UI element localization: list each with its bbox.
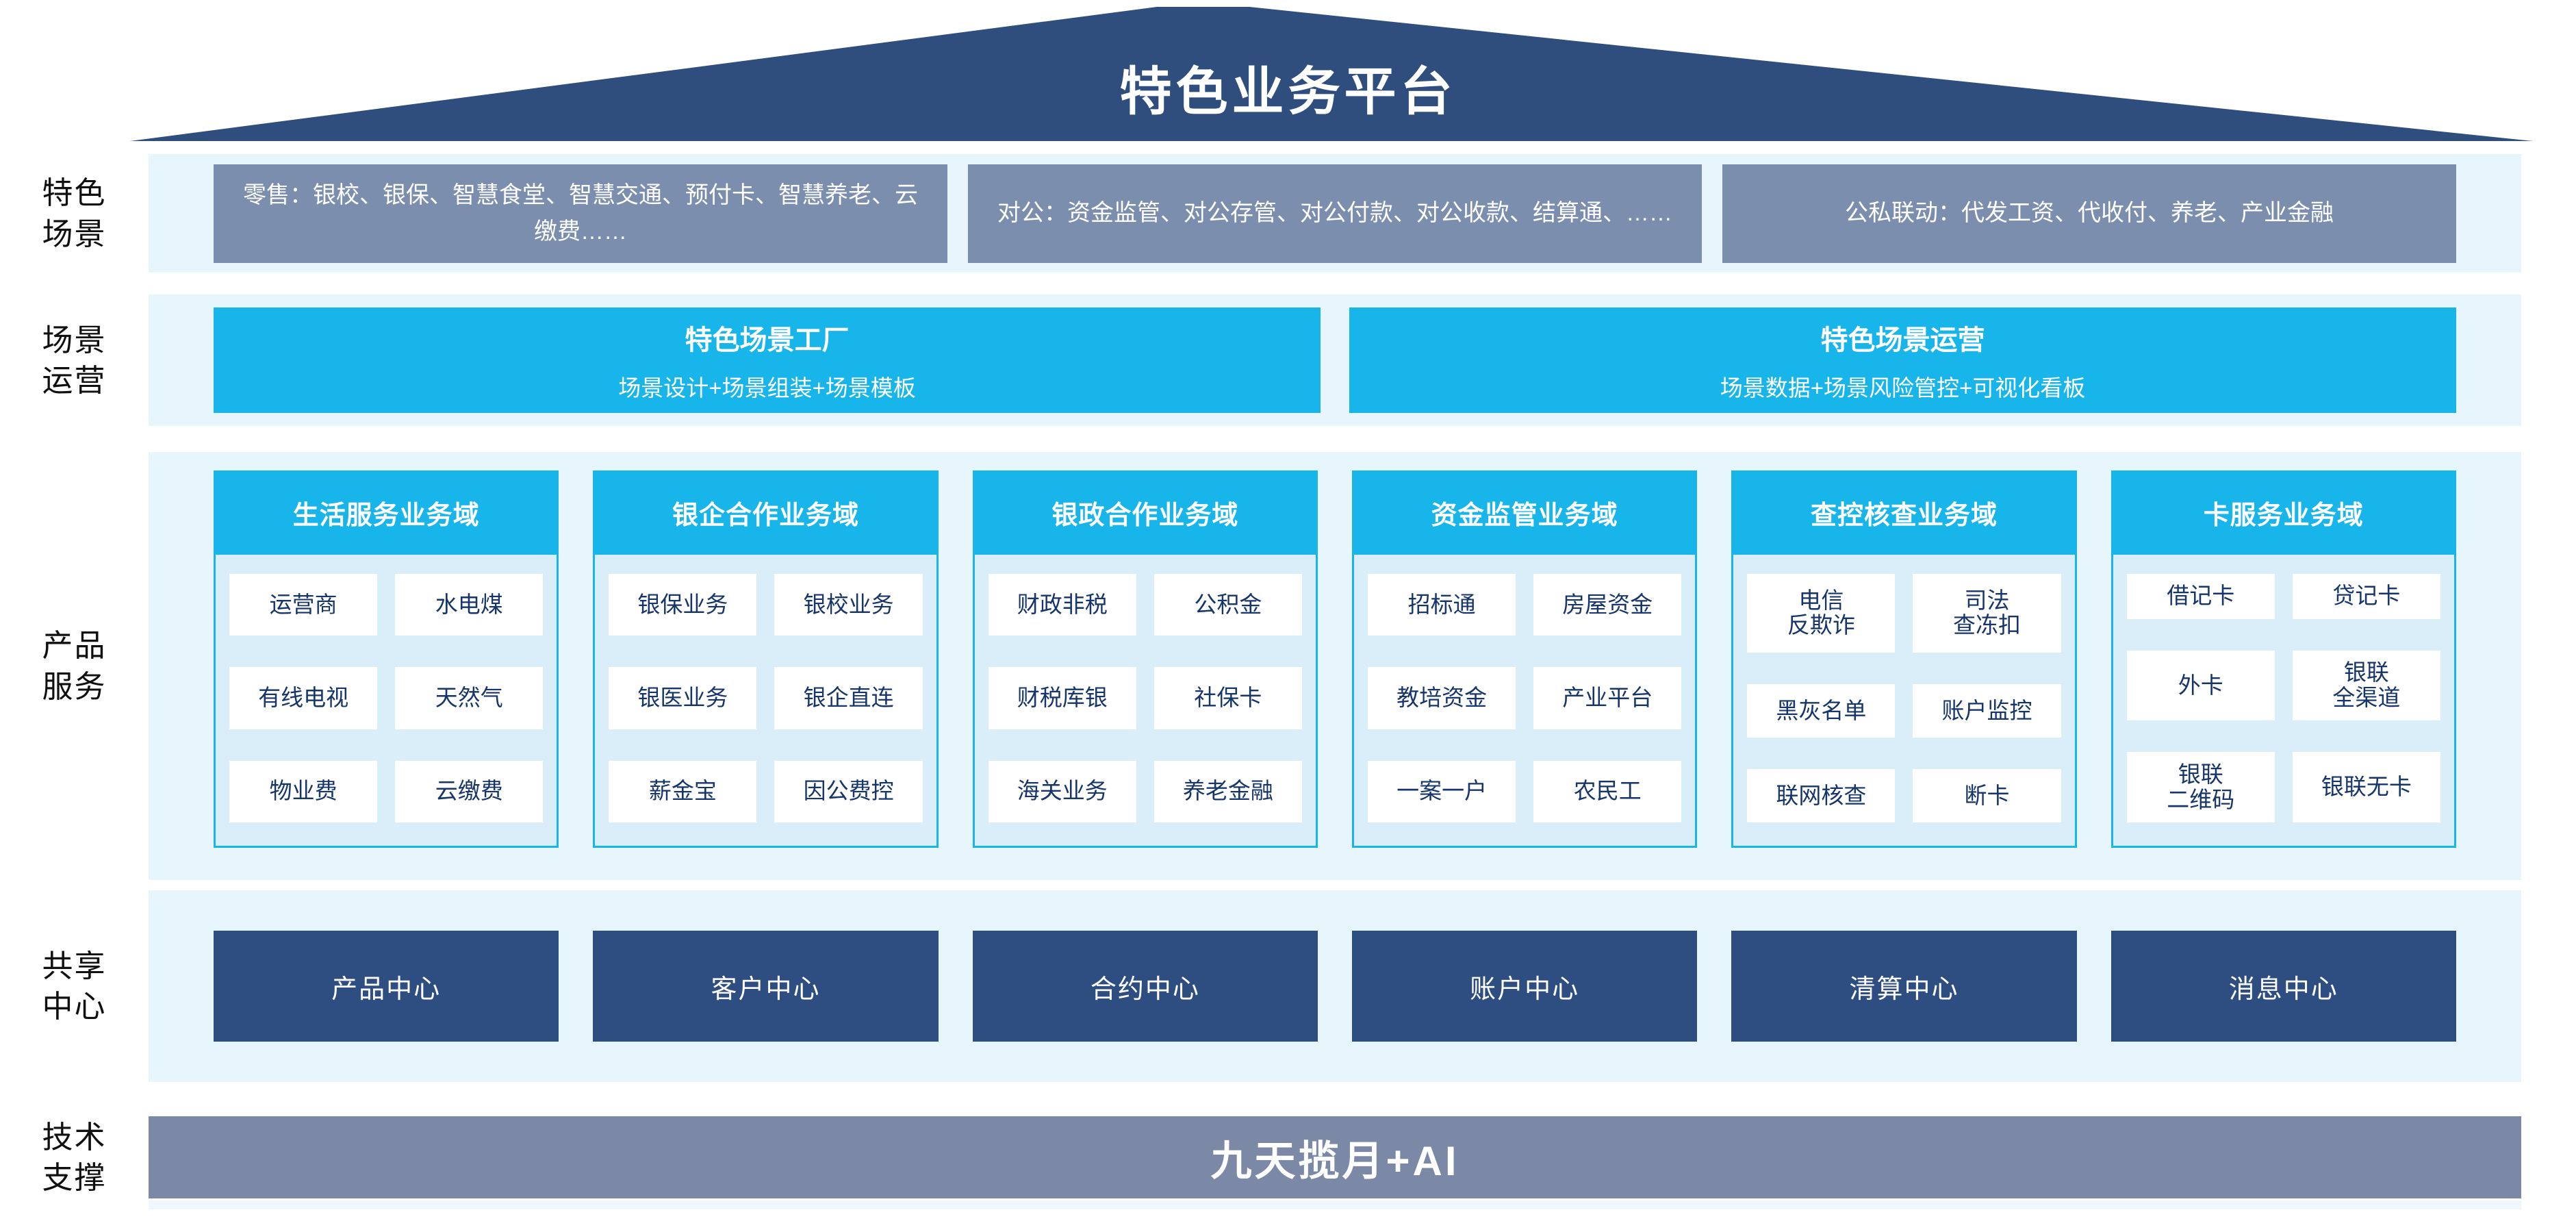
domain-cell: 一案一户	[1367, 760, 1516, 822]
domain-cell: 云缴费	[395, 760, 544, 822]
domain-header: 生活服务业务域	[214, 470, 559, 555]
domain-body: 银保业务 银校业务 银医业务 银企直连 薪金宝 因公费控	[593, 555, 939, 848]
domain-group-bank-government: 银政合作业务域 财政非税 公积金 财税库银 社保卡 海关业务 养老金融	[972, 470, 1318, 848]
ops-card-scene-factory: 特色场景工厂 场景设计+场景组装+场景模板	[214, 307, 1321, 413]
domain-cell: 天然气	[395, 667, 544, 729]
tech-support-bar: 九天揽月+AI	[149, 1116, 2521, 1198]
domain-cell: 养老金融	[1153, 760, 1302, 822]
ops-card-subtitle: 场景数据+场景风险管控+可视化看板	[1720, 375, 2086, 401]
roof-shape	[130, 7, 2533, 141]
ops-card-subtitle: 场景设计+场景组装+场景模板	[618, 375, 916, 401]
operations-band: 特色场景工厂 场景设计+场景组装+场景模板 特色场景运营 场景数据+场景风险管控…	[149, 294, 2521, 426]
domain-cell: 银企直连	[774, 667, 923, 729]
row-label-operations: 场景 运营	[42, 322, 107, 398]
domain-cell: 社保卡	[1153, 667, 1302, 729]
domain-cell: 电信 反欺诈	[1747, 574, 1896, 653]
shared-center-account: 账户中心	[1351, 931, 1698, 1042]
domain-group-inquiry-control: 查控核查业务域 电信 反欺诈 司法 查冻扣 黑灰名单 账户监控 联网核查 断卡	[1731, 470, 2077, 848]
domain-cell: 有线电视	[229, 667, 378, 729]
domain-group-card-services: 卡服务业务域 借记卡 贷记卡 外卡 银联 全渠道 银联 二维码 银联无卡	[2110, 470, 2456, 848]
domain-body: 借记卡 贷记卡 外卡 银联 全渠道 银联 二维码 银联无卡	[2110, 555, 2456, 848]
domain-cell: 银联无卡	[2292, 752, 2440, 822]
domain-cell: 水电煤	[395, 574, 544, 636]
domain-cell: 因公费控	[774, 760, 923, 822]
domain-cell: 农民工	[1533, 760, 1682, 822]
domain-cell: 银医业务	[609, 667, 757, 729]
domain-body: 财政非税 公积金 财税库银 社保卡 海关业务 养老金融	[972, 555, 1318, 848]
domain-cell: 借记卡	[2126, 574, 2275, 619]
domain-header: 资金监管业务域	[1351, 470, 1698, 555]
domain-cell: 银联 二维码	[2126, 752, 2275, 822]
ops-card-title: 特色场景运营	[1820, 325, 1985, 355]
ops-card-scene-operation: 特色场景运营 场景数据+场景风险管控+可视化看板	[1349, 307, 2456, 413]
domain-cell: 账户监控	[1913, 683, 2061, 738]
page-title: 特色业务平台	[1119, 63, 1457, 121]
domain-group-bank-enterprise: 银企合作业务域 银保业务 银校业务 银医业务 银企直连 薪金宝 因公费控	[593, 470, 939, 848]
scene-box-corporate: 对公：资金监管、对公存管、对公付款、对公收款、结算通、……	[968, 164, 1702, 263]
shared-center-message: 消息中心	[2110, 931, 2456, 1042]
row-label-tech: 技术 支撑	[42, 1119, 107, 1195]
domain-cell: 外卡	[2126, 650, 2275, 721]
domain-header: 查控核查业务域	[1731, 470, 2077, 555]
shared-center-product: 产品中心	[214, 931, 559, 1042]
domain-cell: 海关业务	[988, 760, 1136, 822]
domain-header: 银企合作业务域	[593, 470, 939, 555]
domain-header: 银政合作业务域	[972, 470, 1318, 555]
domain-cell: 贷记卡	[2292, 574, 2440, 619]
domain-cell: 公积金	[1153, 574, 1302, 636]
scene-box-retail: 零售：银校、银保、智慧食堂、智慧交通、预付卡、智慧养老、云缴费……	[214, 164, 947, 263]
domain-body: 招标通 房屋资金 教培资金 产业平台 一案一户 农民工	[1351, 555, 1698, 848]
shared-center-customer: 客户中心	[593, 931, 939, 1042]
domain-cell: 银校业务	[774, 574, 923, 636]
domain-cell: 招标通	[1367, 574, 1516, 636]
domain-cell: 银联 全渠道	[2292, 650, 2440, 721]
domain-cell: 财税库银	[988, 667, 1136, 729]
domain-cell: 房屋资金	[1533, 574, 1682, 636]
domain-cell: 司法 查冻扣	[1913, 574, 2061, 653]
scene-box-public-private: 公私联动：代发工资、代收付、养老、产业金融	[1722, 164, 2456, 263]
ops-card-title: 特色场景工厂	[685, 325, 850, 355]
domain-group-life-services: 生活服务业务域 运营商 水电煤 有线电视 天然气 物业费 云缴费	[214, 470, 559, 848]
domain-cell: 运营商	[229, 574, 378, 636]
domain-body: 电信 反欺诈 司法 查冻扣 黑灰名单 账户监控 联网核查 断卡	[1731, 555, 2077, 848]
domain-group-fund-supervision: 资金监管业务域 招标通 房屋资金 教培资金 产业平台 一案一户 农民工	[1351, 470, 1698, 848]
row-label-products: 产品 服务	[42, 628, 107, 704]
domain-cell: 银保业务	[609, 574, 757, 636]
domain-cell: 断卡	[1913, 768, 2061, 822]
domain-body: 运营商 水电煤 有线电视 天然气 物业费 云缴费	[214, 555, 559, 848]
domain-cell: 黑灰名单	[1747, 683, 1896, 738]
domain-cell: 联网核查	[1747, 768, 1896, 822]
products-band: 生活服务业务域 运营商 水电煤 有线电视 天然气 物业费 云缴费 银企合作业务域…	[149, 452, 2521, 880]
shared-center-clearing: 清算中心	[1731, 931, 2077, 1042]
scenes-band: 零售：银校、银保、智慧食堂、智慧交通、预付卡、智慧养老、云缴费…… 对公：资金监…	[149, 154, 2521, 273]
row-label-shared: 共享 中心	[42, 948, 107, 1024]
bottom-strip	[149, 1200, 2521, 1209]
domain-cell: 物业费	[229, 760, 378, 822]
row-label-scenes: 特色 场景	[42, 175, 107, 251]
shared-centers-band: 产品中心 客户中心 合约中心 账户中心 清算中心 消息中心	[149, 890, 2521, 1082]
domain-cell: 薪金宝	[609, 760, 757, 822]
domain-header: 卡服务业务域	[2110, 470, 2456, 555]
domain-cell: 财政非税	[988, 574, 1136, 636]
domain-cell: 教培资金	[1367, 667, 1516, 729]
shared-center-contract: 合约中心	[972, 931, 1318, 1042]
domain-cell: 产业平台	[1533, 667, 1682, 729]
